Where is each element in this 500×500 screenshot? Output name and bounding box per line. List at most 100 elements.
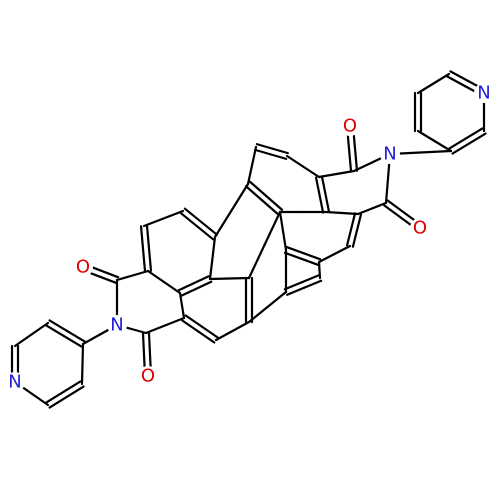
- bond-p10-p5: [180, 304, 186, 320]
- bond-p9-p10: [197, 330, 216, 344]
- bond-p19-p22: [324, 210, 344, 215]
- bond-p3-p12: [213, 209, 233, 239]
- bond-p1-p2: [162, 209, 185, 220]
- bond-rp5-rp6: [467, 132, 487, 145]
- carbonyl-oxygen-right-upper: O: [343, 116, 357, 137]
- imide-nitrogen-left: N: [110, 315, 123, 336]
- bond-p8-p9: [214, 329, 234, 342]
- bond-rp6-rp1: [416, 129, 436, 143]
- pyridine-nitrogen-left-bg: [5, 372, 25, 392]
- bond-p9-p10: [200, 325, 219, 339]
- bond-p6-p1: [141, 247, 147, 273]
- bond-p4-p7: [208, 277, 231, 281]
- bond-p16-p17: [255, 143, 274, 150]
- bond-p2-p3: [183, 207, 202, 223]
- bond-rp3-rpN: [446, 75, 467, 88]
- carbonyl-oxygen-right-upper-bg: [340, 116, 360, 136]
- bond-lp2-lp3: [13, 333, 33, 348]
- bond-lp5-lp6: [65, 385, 85, 399]
- bond-p10-p5: [178, 291, 184, 307]
- bond-c1-oL1: [97, 275, 118, 284]
- bond-p23-p24: [283, 281, 303, 291]
- bond-lp1-lp2: [48, 319, 69, 333]
- bond-p12-p14: [264, 194, 284, 211]
- bond-rp3-rpN: [449, 70, 470, 82]
- bond-lp2-lp3: [30, 321, 50, 336]
- bond-nL-c2: [130, 327, 148, 335]
- bond-p2-p3: [180, 212, 199, 228]
- bond-p17-p18: [285, 154, 305, 168]
- bond-p2-p3: [199, 220, 218, 236]
- bond-rp6-rp1: [433, 139, 453, 153]
- bond-lp5-lp6: [45, 390, 65, 404]
- bond-p3-p4: [211, 235, 217, 260]
- bond-lp6-lp1: [80, 362, 84, 386]
- bond-c2-oL2: [141, 332, 146, 356]
- bond-p18-p19: [314, 176, 321, 197]
- carbonyl-oxygen-left-upper: O: [76, 257, 90, 278]
- bond-p20-p15: [302, 252, 322, 261]
- bond-nR-rp6: [419, 149, 453, 154]
- bond-p14-p7: [263, 210, 282, 247]
- bond-p6-c1: [115, 274, 134, 282]
- bond-c4-p22: [370, 201, 388, 210]
- bond-lp5-lp6: [62, 380, 82, 394]
- bond-p4-p5: [195, 280, 213, 290]
- bond-c3-oR1: [347, 147, 353, 173]
- bond-p22-p21: [351, 229, 359, 248]
- bond-c2-oL2: [147, 331, 152, 356]
- imide-nitrogen-right: N: [383, 144, 396, 165]
- bond-p22-p21: [349, 212, 357, 231]
- imide-nitrogen-left-bg: [107, 315, 127, 335]
- bond-p18-p19: [320, 175, 327, 196]
- bond-p18-p19: [318, 193, 325, 214]
- bond-p4-p5: [180, 287, 198, 297]
- bond-p3-p4: [208, 256, 214, 281]
- bond-p12-p16: [246, 164, 254, 186]
- pyridine-nitrogen-right-bg: [474, 83, 494, 103]
- bond-p9-p10: [184, 314, 203, 328]
- bond-lp5-lp6: [48, 395, 68, 409]
- bond-c3-oR1: [353, 147, 359, 172]
- bond-p21-p20: [333, 244, 352, 256]
- bond-p4-p5: [177, 282, 195, 292]
- carbonyl-oxygen-right-lower-bg: [410, 218, 430, 238]
- imide-nitrogen-right-bg: [380, 144, 400, 164]
- bond-p24-p20: [317, 260, 321, 272]
- bond-p21-p20: [317, 252, 336, 264]
- carbonyl-oxygen-left-upper-bg: [73, 257, 93, 277]
- bond-p22-p21: [345, 228, 353, 247]
- carbonyl-oxygen-right-lower: O: [413, 218, 427, 239]
- bond-c1-oL1: [99, 269, 120, 279]
- bond-c2-p10: [163, 316, 186, 327]
- bond-p15-p14: [278, 210, 285, 233]
- bond-lpN-lp5: [30, 392, 50, 407]
- bond-lp1-lp2: [65, 329, 86, 343]
- bond-p15-p14: [281, 229, 288, 252]
- bond-p9-p10: [181, 319, 200, 333]
- bond-p6-p1: [145, 224, 151, 250]
- bond-rp5-rp6: [448, 137, 468, 150]
- bond-p4-p5: [192, 275, 210, 285]
- bond-p23-p24: [300, 274, 320, 284]
- bond-p23-p8: [266, 290, 288, 309]
- bond-p16-p17: [254, 148, 272, 156]
- bond-p16-p17: [271, 147, 289, 155]
- carbonyl-oxygen-left-lower: O: [141, 366, 155, 387]
- pyridine-nitrogen-right: N: [477, 83, 490, 104]
- bond-lp1-lp2: [62, 334, 83, 348]
- bond-p14-p7: [247, 243, 266, 280]
- bond-p6-c1: [131, 269, 150, 277]
- bond-p16-p17: [269, 153, 288, 160]
- bond-p12-p14: [244, 185, 264, 202]
- bond-p5-p6: [162, 280, 182, 295]
- bond-lp6-lp1: [81, 342, 85, 366]
- bond-p12-p14: [248, 180, 268, 197]
- bond-nR-c4: [384, 177, 390, 205]
- bond-p17-p18: [301, 165, 321, 179]
- bond-p22-p21: [355, 213, 363, 232]
- bond-p24-p20: [318, 268, 322, 280]
- bond-p20-p15: [300, 257, 320, 266]
